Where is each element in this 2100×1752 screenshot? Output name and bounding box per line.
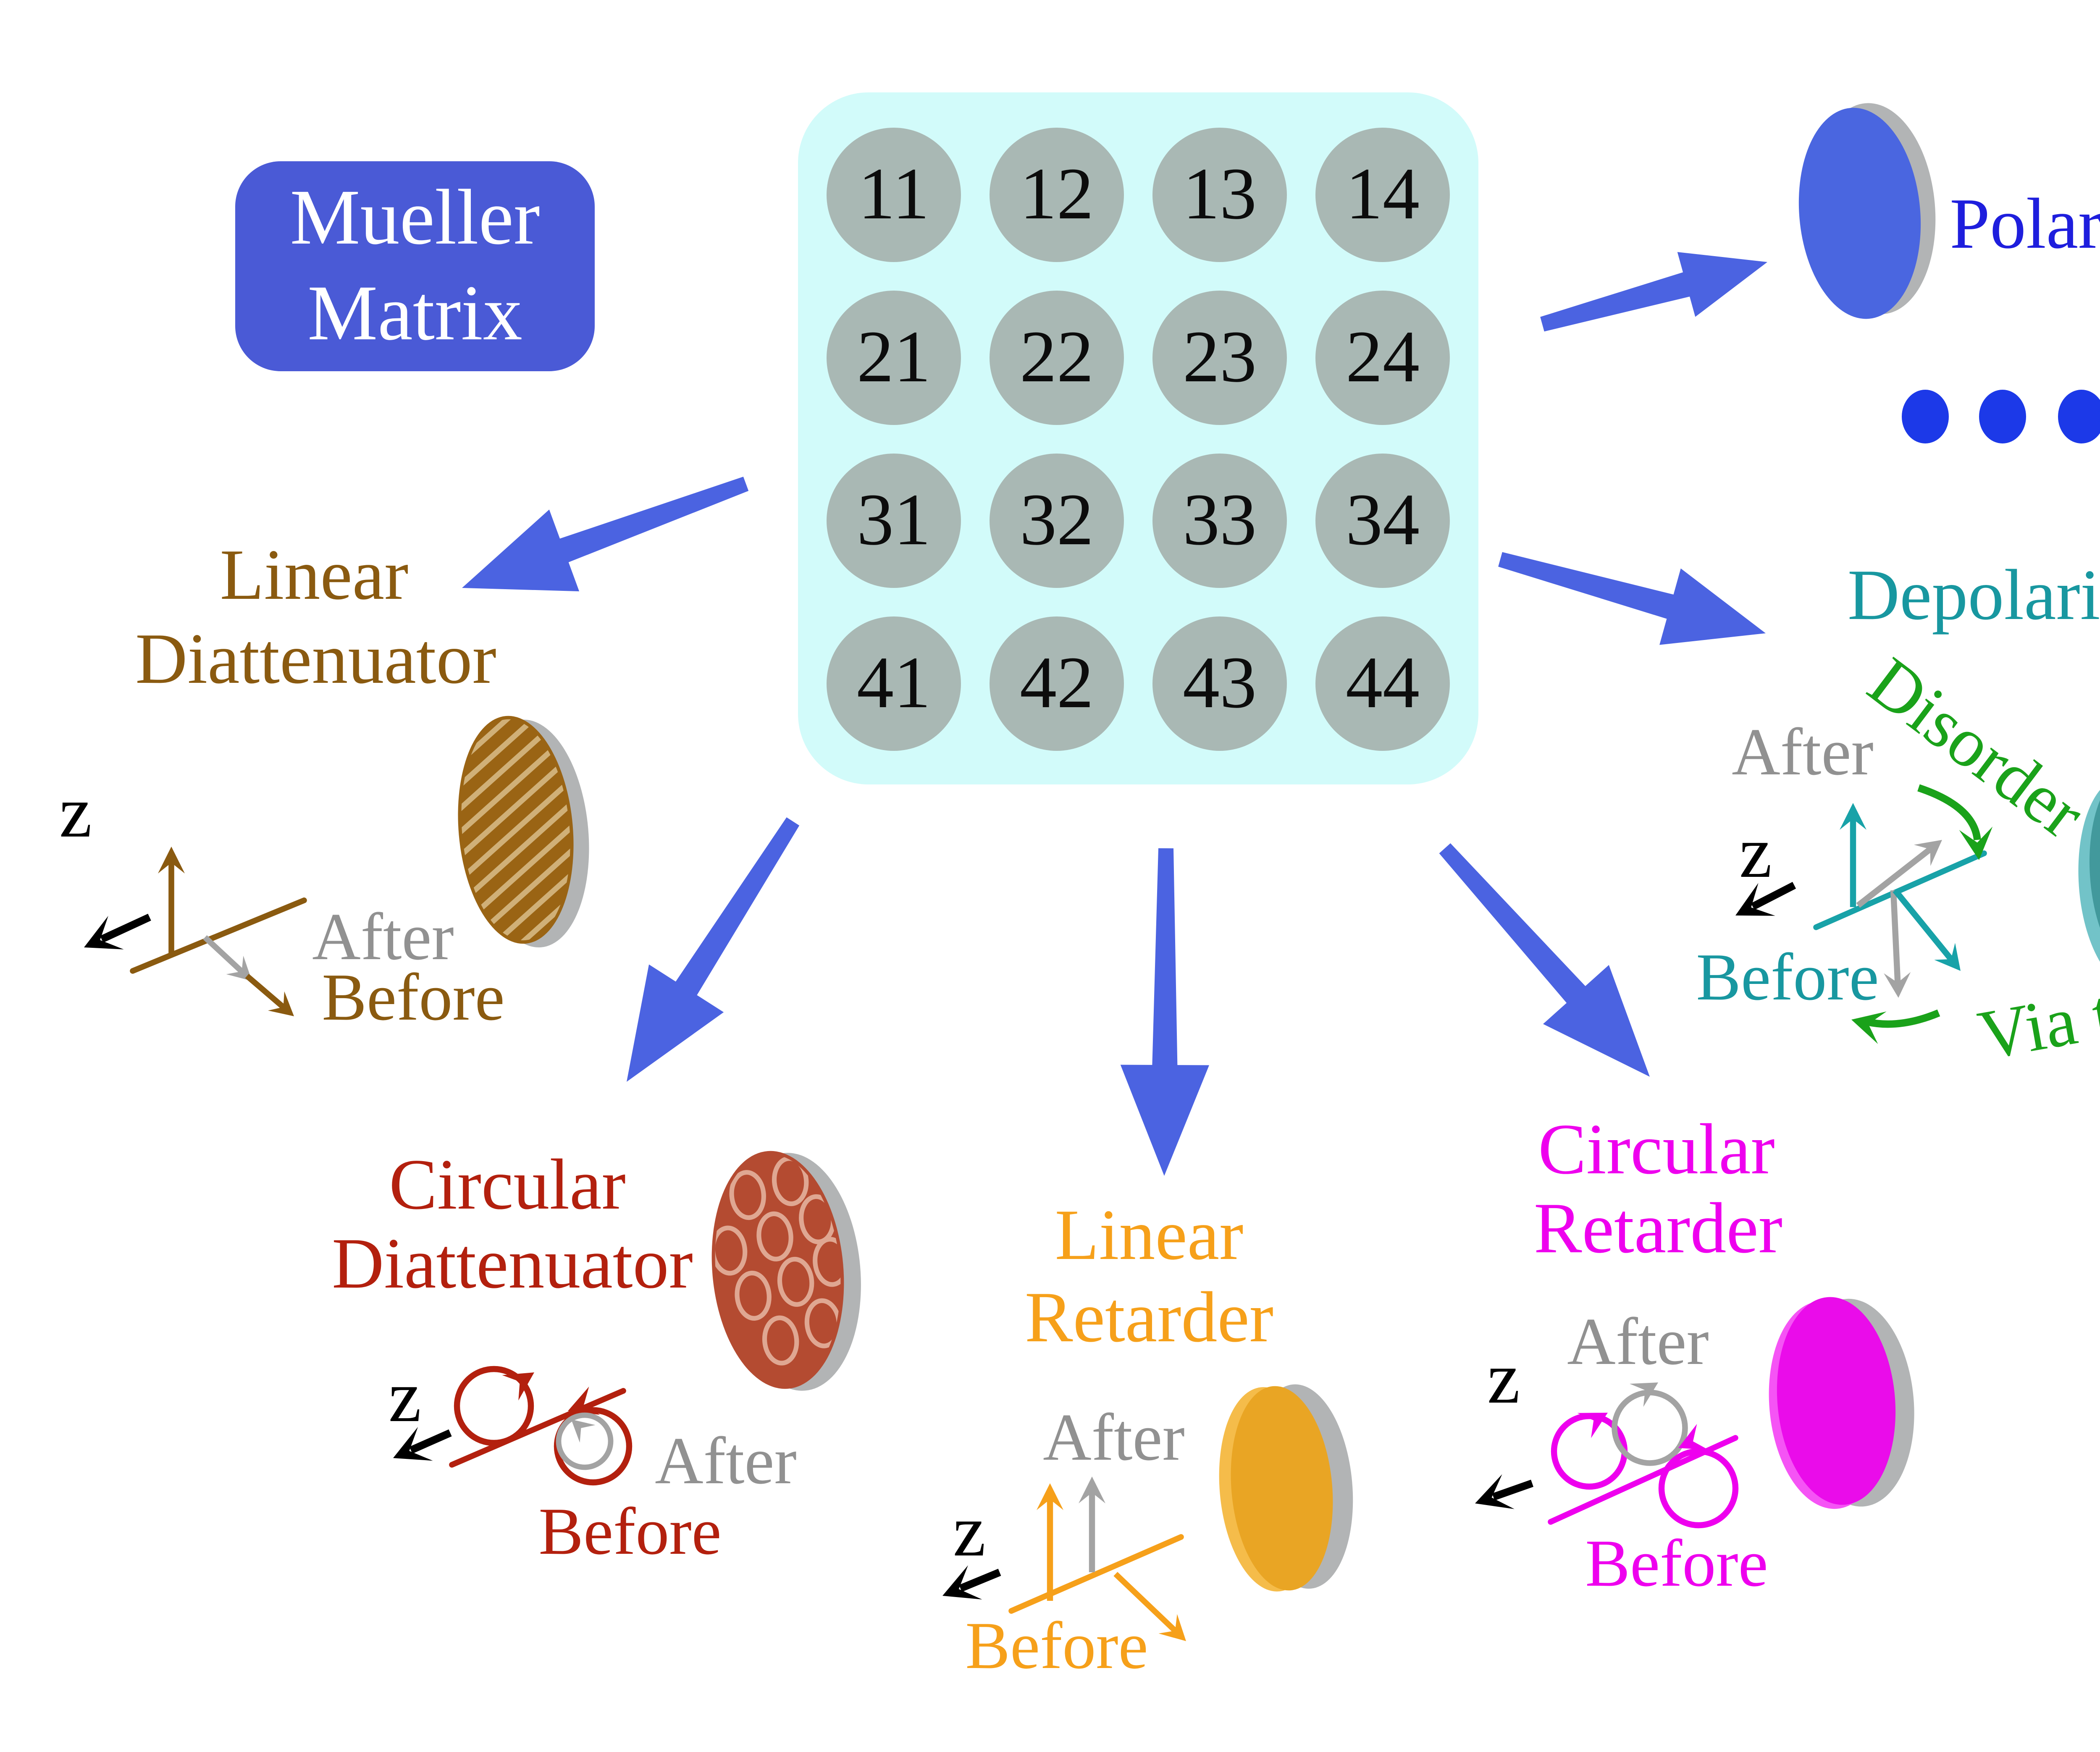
matrix-cell: 33 bbox=[1152, 453, 1287, 587]
matrix-cell: 14 bbox=[1315, 127, 1450, 261]
depolariser-label: Depolariser bbox=[1847, 557, 2100, 636]
linear-diattenuator-axes bbox=[130, 847, 307, 1016]
circular-retarder-label-line2: Retarder bbox=[1533, 1190, 1783, 1269]
matrix-cell-value: 31 bbox=[857, 479, 931, 561]
mueller-title-line1: Mueller bbox=[290, 175, 540, 262]
arrow-to-linear-retarder bbox=[1120, 848, 1209, 1176]
matrix-cell: 41 bbox=[827, 616, 961, 750]
linear-retarder-label-line2: Retarder bbox=[1024, 1279, 1274, 1358]
matrix-cell-value: 23 bbox=[1183, 316, 1257, 398]
linear-diattenuator-label-line1: Linear bbox=[220, 537, 409, 616]
linear-retarder-label-line1: Linear bbox=[1055, 1197, 1244, 1276]
matrix-cell-value: 13 bbox=[1183, 153, 1257, 235]
circular-retarder-label-line1: Circular bbox=[1538, 1111, 1775, 1190]
linear-retarder-after-label: After bbox=[1043, 1399, 1185, 1475]
polariser-label: Polariser bbox=[1950, 186, 2100, 265]
polariser-disc bbox=[1798, 103, 1936, 319]
arrow-to-circular-retarder bbox=[1439, 843, 1650, 1077]
arrow-to-polariser bbox=[1540, 252, 1767, 332]
linear-diattenuator-z-arrow bbox=[84, 913, 151, 949]
depolariser-z-label: z bbox=[1739, 811, 1772, 894]
circular-retarder-disc bbox=[1769, 1297, 1914, 1509]
mueller-matrix-title-box: Mueller Matrix bbox=[235, 161, 595, 371]
matrix-cell-value: 34 bbox=[1346, 479, 1420, 561]
matrix-cell: 13 bbox=[1152, 127, 1287, 261]
matrix-cell-value: 24 bbox=[1346, 316, 1420, 398]
circular-diattenuator-after-label: After bbox=[655, 1423, 797, 1498]
linear-diattenuator-z-label: z bbox=[59, 771, 92, 853]
circular-retarder-after-label: After bbox=[1567, 1304, 1709, 1379]
matrix-cell: 42 bbox=[990, 616, 1124, 750]
circular-retarder-z-label: z bbox=[1487, 1337, 1520, 1419]
linear-retarder-z-arrow bbox=[942, 1565, 1001, 1600]
circular-diattenuator-label-line1: Circular bbox=[389, 1146, 626, 1225]
polariser-ellipsis-dots bbox=[1902, 390, 2100, 443]
arrow-to-circular-diattenuator bbox=[627, 817, 800, 1082]
ellipsis-dot bbox=[1979, 390, 2026, 443]
matrix-cell: 11 bbox=[827, 127, 961, 261]
matrix-cell-value: 21 bbox=[857, 316, 931, 398]
linear-diattenuator-disc bbox=[452, 714, 589, 948]
linear-retarder-z-label: z bbox=[953, 1490, 986, 1572]
mueller-title-line2: Matrix bbox=[307, 270, 522, 357]
matrix-cell: 43 bbox=[1152, 616, 1287, 750]
matrix-cell: 34 bbox=[1315, 453, 1450, 587]
linear-diattenuator-after-label: After bbox=[312, 899, 454, 974]
matrix-cell-value: 22 bbox=[1020, 316, 1094, 398]
circular-diattenuator-disc bbox=[710, 1151, 861, 1391]
matrix-cell-value: 43 bbox=[1183, 642, 1257, 724]
circular-diattenuator-label-line2: Diattenuator bbox=[332, 1225, 693, 1304]
ellipsis-dot bbox=[1902, 390, 1949, 443]
matrix-cell: 12 bbox=[990, 127, 1124, 261]
depolariser-before-label: Before bbox=[1696, 939, 1879, 1015]
matrix-cell-value: 14 bbox=[1346, 153, 1420, 235]
arrow-to-linear-diattenuator bbox=[462, 477, 749, 592]
linear-retarder-disc bbox=[1219, 1384, 1353, 1592]
matrix-cell: 21 bbox=[827, 290, 961, 424]
circular-diattenuator-z-arrow bbox=[393, 1427, 452, 1461]
matrix-cell: 44 bbox=[1315, 616, 1450, 750]
matrix-cell-value: 32 bbox=[1020, 479, 1094, 561]
matrix-cell: 24 bbox=[1315, 290, 1450, 424]
matrix-cell: 22 bbox=[990, 290, 1124, 424]
ellipsis-dot bbox=[2058, 390, 2100, 443]
depolariser-z-arrow bbox=[1735, 881, 1796, 916]
depolariser-after-label: After bbox=[1732, 714, 1874, 789]
mueller-matrix-grid: 11 12 13 14 21 22 23 24 31 32 33 34 41 42 43 44 bbox=[798, 92, 1478, 784]
matrix-cell-value: 44 bbox=[1346, 642, 1420, 724]
matrix-cell: 32 bbox=[990, 453, 1124, 587]
matrix-cell-value: 41 bbox=[857, 642, 931, 724]
linear-diattenuator-before-label: Before bbox=[322, 959, 505, 1035]
linear-diattenuator-label-line2: Diattenuator bbox=[135, 621, 496, 700]
matrix-cell: 23 bbox=[1152, 290, 1287, 424]
arrow-to-depolariser bbox=[1498, 552, 1766, 645]
circular-diattenuator-axes bbox=[449, 1366, 633, 1486]
circular-retarder-before-label: Before bbox=[1585, 1525, 1768, 1601]
matrix-cell-value: 42 bbox=[1020, 642, 1094, 724]
linear-retarder-axes bbox=[1008, 1477, 1186, 1641]
circular-retarder-axes bbox=[1548, 1382, 1739, 1529]
linear-retarder-before-label: Before bbox=[965, 1608, 1148, 1683]
matrix-cell-value: 12 bbox=[1020, 153, 1094, 235]
circular-retarder-z-arrow bbox=[1475, 1474, 1533, 1509]
depolariser-axes bbox=[1813, 784, 1993, 1044]
circular-diattenuator-z-label: z bbox=[388, 1356, 422, 1438]
circular-diattenuator-before-label: Before bbox=[538, 1493, 722, 1569]
mueller-matrix-panel: 11 12 13 14 21 22 23 24 31 32 33 34 41 42 43 44 bbox=[798, 92, 1478, 784]
matrix-cell: 31 bbox=[827, 453, 961, 587]
matrix-cell-value: 11 bbox=[858, 153, 929, 235]
matrix-cell-value: 33 bbox=[1183, 479, 1257, 561]
